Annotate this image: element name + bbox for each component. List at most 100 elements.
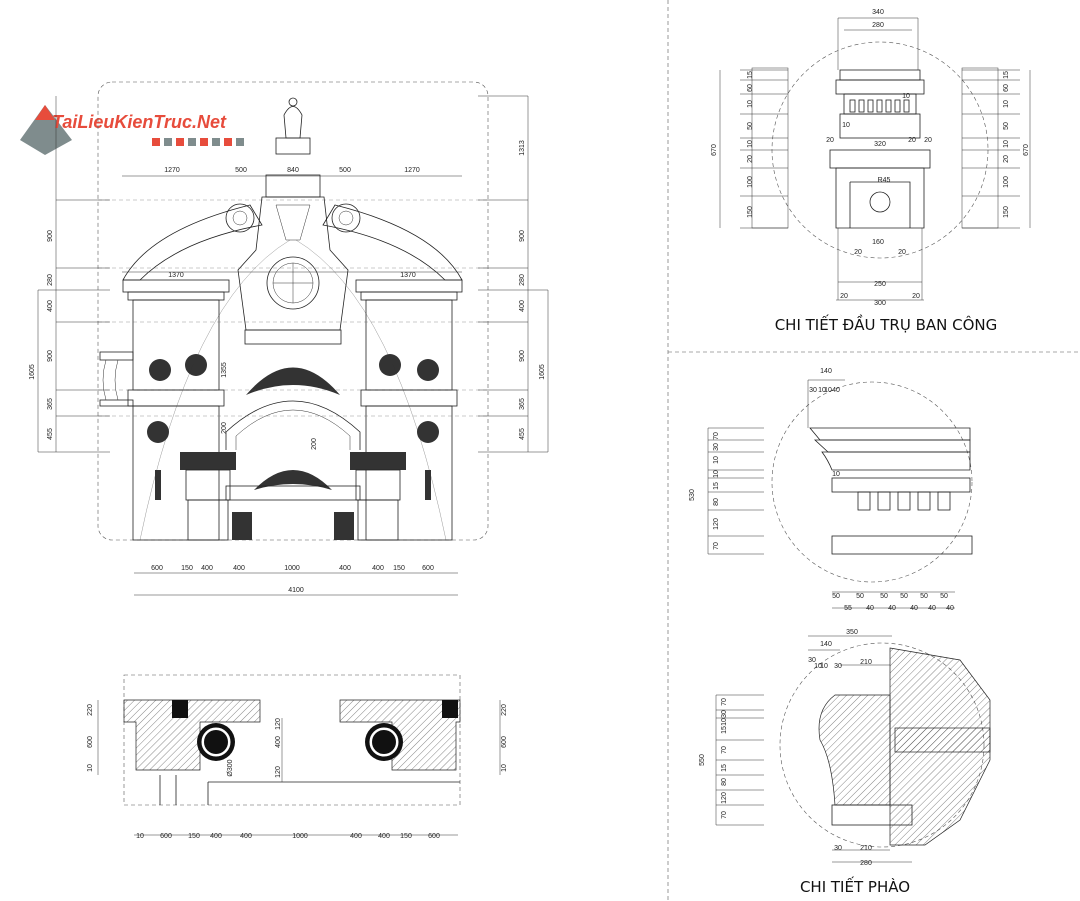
- dimension-label: 10: [832, 471, 840, 478]
- dimension-label: 10: [501, 764, 508, 772]
- logo-mark-icon: [20, 105, 72, 155]
- dimension-label: 70: [721, 811, 728, 819]
- dimension-label: 1605: [29, 364, 36, 380]
- right-pillar-base: [365, 405, 453, 541]
- dimension-label: 10: [721, 718, 728, 726]
- dimension-label: 400: [47, 300, 54, 312]
- lintel: [225, 485, 361, 501]
- dimension-label: 530: [689, 489, 696, 501]
- dimension-label: 40: [928, 605, 936, 612]
- dimension-label: 1370: [168, 272, 184, 279]
- dimension-label: 100: [747, 176, 754, 188]
- dimension-label: 50: [832, 593, 840, 600]
- keystone-right: [334, 512, 354, 540]
- logo-mark-accent-icon: [35, 105, 55, 120]
- plan-wall-left: [123, 699, 261, 771]
- cornice-crown: [809, 427, 971, 441]
- dimension-label: 280: [872, 22, 884, 29]
- dimension-label: 50: [940, 593, 948, 600]
- dimension-label: 1000: [284, 565, 300, 572]
- swatch: [176, 138, 184, 146]
- dimension-label: 30: [834, 663, 842, 670]
- dimension-label: 20: [912, 293, 920, 300]
- dimension-label: 160: [872, 239, 884, 246]
- dimension-label: 120: [275, 718, 282, 730]
- rosette-ornament: [417, 359, 439, 381]
- pendant-ornament: [155, 470, 161, 500]
- dimension-label: 220: [501, 704, 508, 716]
- dimension-label: 20: [908, 137, 916, 144]
- dimension-label: 150: [188, 833, 200, 840]
- dimension-label: 350: [846, 629, 858, 636]
- cornice-bottom-plate: [831, 804, 913, 826]
- volute-left: [225, 203, 255, 233]
- dimension-label: 40: [888, 605, 896, 612]
- dimension-label: 280: [519, 274, 526, 286]
- dimension-label: 200: [311, 438, 318, 450]
- dimension-label: 600: [428, 833, 440, 840]
- dimension-label: 150: [1003, 206, 1010, 218]
- dimension-label: 670: [1023, 144, 1030, 156]
- dimension-label: 455: [47, 428, 54, 440]
- dimension-label: 900: [519, 230, 526, 242]
- dimension-label: 40: [832, 387, 840, 394]
- cornice-band: [831, 477, 971, 493]
- dimension-label: 250: [874, 281, 886, 288]
- dimension-label: 120: [721, 792, 728, 804]
- dimension-label: 400: [275, 736, 282, 748]
- dimension-label: 20: [1003, 155, 1010, 163]
- swatch: [200, 138, 208, 146]
- dimension-label: 400: [339, 565, 351, 572]
- dimension-label: 20: [898, 249, 906, 256]
- dimension-label: 455: [519, 428, 526, 440]
- balustrade: [99, 351, 134, 361]
- watermark-swatches: [152, 138, 244, 146]
- right-pillar-shaft: [365, 299, 453, 391]
- rosette-ornament: [417, 421, 439, 443]
- capital-cap: [839, 69, 921, 81]
- dimension-label: 20: [854, 249, 862, 256]
- scroll-right: [322, 204, 463, 281]
- dimension-label: 15: [747, 71, 754, 79]
- swatch: [236, 138, 244, 146]
- dimension-label: 70: [721, 698, 728, 706]
- column-capital-left: [180, 452, 236, 470]
- rosette-ornament: [147, 421, 169, 443]
- dimension-label: 500: [339, 167, 351, 174]
- dimension-label: 15: [721, 764, 728, 772]
- dimension-label: 670: [711, 144, 718, 156]
- lintel-ornament: [254, 470, 332, 490]
- dimension-label: 40: [946, 605, 954, 612]
- elevation-boundary: [97, 81, 489, 541]
- plan-post-left: [172, 700, 188, 718]
- capital-body: [835, 167, 925, 229]
- dimension-label: 10: [136, 833, 144, 840]
- column-shaft-left: [187, 499, 229, 541]
- dimension-label: 50: [900, 593, 908, 600]
- dimension-label: 210: [860, 659, 872, 666]
- capital-dimensions: 3402801560105010201001506701560105010201…: [711, 9, 1030, 307]
- dimension-label: 1270: [164, 167, 180, 174]
- dimension-label: 280: [47, 274, 54, 286]
- dimension-label: 10: [1003, 100, 1010, 108]
- keystone-left: [232, 512, 252, 540]
- dimension-label: 150: [747, 206, 754, 218]
- central-arch: [225, 400, 361, 450]
- dimension-label: 20: [924, 137, 932, 144]
- dimension-label: 10: [87, 764, 94, 772]
- dimension-label: 220: [87, 704, 94, 716]
- dimension-label: 70: [713, 432, 720, 440]
- dimension-label: 10: [747, 100, 754, 108]
- dimension-label: 70: [721, 746, 728, 754]
- dimension-label: 210: [860, 845, 872, 852]
- arch-crest-ornament: [246, 367, 340, 395]
- capital-hole: [869, 191, 891, 213]
- left-pillar-shaft: [132, 299, 220, 391]
- dimension-label: 10: [713, 470, 720, 478]
- dimension-label: 20: [840, 293, 848, 300]
- dimension-label: 400: [240, 833, 252, 840]
- volute-right: [331, 203, 361, 233]
